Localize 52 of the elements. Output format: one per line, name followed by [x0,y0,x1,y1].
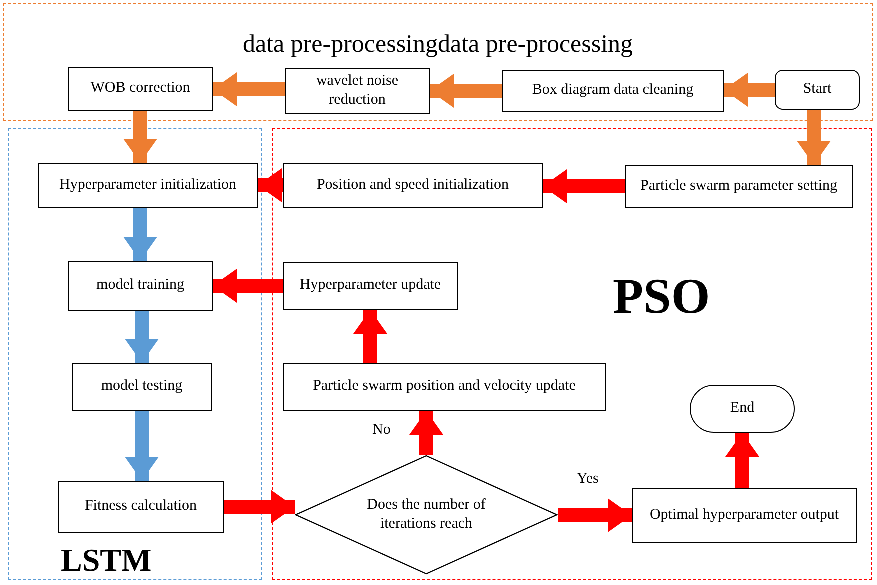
node-text: Does the number of iterations reach [366,496,487,534]
process-box [38,163,258,208]
node-text: Optimal hyperparameter output [648,506,840,525]
node-text: Position and speed initialization [316,176,510,195]
block-arrow [430,74,502,108]
process-box [502,70,724,112]
decision-diamond [295,455,558,575]
node-text: WOB correction [90,79,192,98]
block-arrow [213,269,283,303]
process-box [285,68,430,114]
process-box [68,261,213,311]
node-text: Particle swarm position and velocity update [312,377,577,396]
node-text: model training [96,276,186,296]
node-text: Box diagram data cleaning [531,81,695,100]
process-box [58,481,224,533]
block-arrow [224,490,295,524]
node-text: Hyperparameter update [298,276,442,296]
node-text: wavelet noise reduction [315,72,400,110]
node-text: End [729,399,756,418]
process-box [632,488,857,543]
node-text: Particle swarm parameter setting [639,176,838,196]
process-box [283,262,458,310]
process-box [625,165,853,208]
process-box [68,67,213,111]
process-box [283,163,543,208]
block-arrow [724,73,775,107]
block-arrow [258,168,283,202]
region-title: LSTM [61,541,152,579]
block-arrow [558,498,632,532]
block-arrow [125,411,159,481]
node-text: model testing [100,377,184,396]
node-text: Start [802,80,833,100]
block-arrow [543,170,625,204]
dashed-region [8,128,262,580]
dashed-region [272,128,872,580]
block-arrow [125,311,159,363]
region-title: data pre-processingdata pre-processing [242,30,634,60]
block-arrow [797,110,831,165]
block-arrow [124,208,158,261]
node-text: Fitness calculation [84,497,198,516]
node-text: Hyperparameter initialization [58,176,238,195]
terminal-box [690,385,795,433]
block-arrow [726,433,760,488]
process-box [72,363,212,411]
terminal-box [775,70,860,110]
block-arrow [124,111,158,163]
dashed-region [3,3,873,121]
region-title: PSO [613,267,710,326]
block-arrow [213,72,285,106]
block-arrow [354,310,388,363]
process-box [283,363,606,411]
block-arrow [410,411,444,455]
